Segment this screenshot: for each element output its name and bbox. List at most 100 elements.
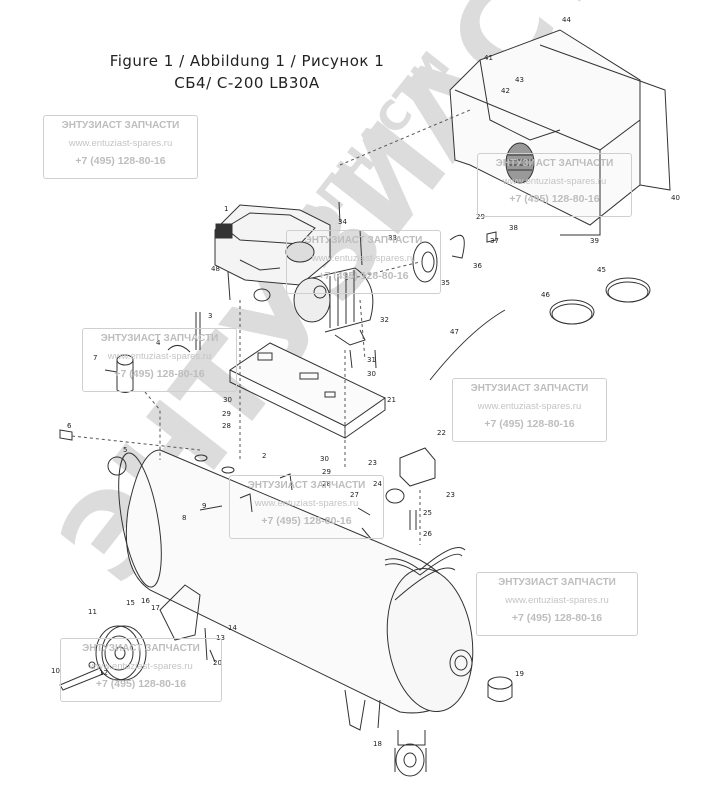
rubber-foot xyxy=(487,676,513,702)
part-label-47: 47 xyxy=(450,328,459,336)
part-label-46: 46 xyxy=(541,291,550,299)
part-label-36: 36 xyxy=(473,262,482,270)
watermark-company: ЭНТУЗИАСТ ЗАПЧАСТИ xyxy=(304,235,423,246)
part-label-35: 35 xyxy=(441,279,450,287)
part-label-25: 25 xyxy=(423,509,432,517)
assembly-lines xyxy=(71,109,471,545)
part-label-19: 19 xyxy=(515,670,524,678)
part-label-28b: 28 xyxy=(322,480,331,488)
part-label-29a: 29 xyxy=(222,410,231,418)
watermark-box: ЭНТУЗИАСТ ЗАПЧАСТИ www.entuziast-spares.… xyxy=(286,230,441,294)
watermark-company: ЭНТУЗИАСТ ЗАПЧАСТИ xyxy=(61,120,180,131)
part-label-29b: 29 xyxy=(322,468,331,476)
part-label-1: 1 xyxy=(224,205,228,213)
part-label-39: 39 xyxy=(590,237,599,245)
part-label-10: 10 xyxy=(51,667,60,675)
watermark-company: ЭНТУЗИАСТ ЗАПЧАСТИ xyxy=(470,383,589,394)
part-label-14: 14 xyxy=(228,624,237,632)
part-label-26: 26 xyxy=(423,530,432,538)
part-label-5: 5 xyxy=(123,446,127,454)
watermark-phone: +7 (495) 128-80-16 xyxy=(95,678,187,690)
part-label-45: 45 xyxy=(597,266,606,274)
watermark-box: ЭНТУЗИАСТ ЗАПЧАСТИ www.entuziast-spares.… xyxy=(476,572,638,636)
part-label-31: 31 xyxy=(367,356,376,364)
air-filter xyxy=(104,354,134,393)
part-label-15: 15 xyxy=(126,599,135,607)
pressure-switch xyxy=(385,447,436,530)
watermark-box: ЭНТУЗИАСТ ЗАПЧАСТИ www.entuziast-spares.… xyxy=(82,328,237,392)
watermark-box: ЭНТУЗИАСТ ЗАПЧАСТИ www.entuziast-spares.… xyxy=(477,153,632,217)
pipes-and-fasteners xyxy=(59,201,497,663)
watermark-company: ЭНТУЗИАСТ ЗАПЧАСТИ xyxy=(82,643,200,654)
part-label-24: 24 xyxy=(373,480,382,488)
watermark-company: ЭНТУЗИАСТ ЗАПЧАСТИ xyxy=(495,158,614,169)
watermark-box: ЭНТУЗИАСТ ЗАПЧАСТИ www.entuziast-spares.… xyxy=(229,475,384,539)
part-label-4: 4 xyxy=(156,339,161,347)
part-label-12: 12 xyxy=(99,669,108,677)
part-label-23b: 23 xyxy=(446,491,455,499)
watermark-phone: +7 (495) 128-80-16 xyxy=(484,418,575,430)
watermark-url: www.entuziast-spares.ru xyxy=(311,253,416,264)
part-label-21: 21 xyxy=(387,396,396,404)
receiver-tank xyxy=(118,449,474,714)
part-label-27: 27 xyxy=(350,491,359,499)
belt-pulley xyxy=(59,625,147,691)
part-label-22: 22 xyxy=(437,429,446,437)
hose-coils xyxy=(429,277,651,381)
watermark-phone: +7 (495) 128-80-16 xyxy=(114,368,205,380)
watermark-url: www.entuziast-spares.ru xyxy=(107,351,212,362)
motor-pulley xyxy=(412,235,465,283)
watermark-box: ЭНТУЗИАСТ ЗАПЧАСТИ www.entuziast-spares.… xyxy=(60,638,222,702)
watermark-box: ЭНТУЗИАСТ ЗАПЧАСТИ www.entuziast-spares.… xyxy=(43,115,198,179)
part-label-33: 33 xyxy=(388,234,397,242)
belt-guard xyxy=(449,29,671,236)
part-label-41: 41 xyxy=(484,54,493,62)
part-label-6: 6 xyxy=(67,422,72,430)
part-label-23a: 23 xyxy=(368,459,377,467)
part-label-48: 48 xyxy=(211,265,220,273)
part-label-7: 7 xyxy=(93,354,97,362)
part-label-11: 11 xyxy=(88,608,97,616)
watermark-phone: +7 (495) 128-80-16 xyxy=(511,612,603,624)
part-label-40: 40 xyxy=(671,194,680,202)
watermark-url: www.entuziast-spares.ru xyxy=(254,498,359,509)
part-label-16: 16 xyxy=(141,597,150,605)
electric-motor xyxy=(293,267,374,346)
part-label-29c: 29 xyxy=(476,213,485,221)
part-label-43: 43 xyxy=(515,76,524,84)
part-label-42: 42 xyxy=(501,87,510,95)
watermark-url: www.entuziast-spares.ru xyxy=(68,138,173,149)
watermark-company: ЭНТУЗИАСТ ЗАПЧАСТИ xyxy=(247,480,366,491)
figure-title: Figure 1 / Abbildung 1 / Рисунок 1 xyxy=(109,52,385,70)
model-title: СБ4/ С-200 LB30A xyxy=(174,74,320,92)
part-label-34: 34 xyxy=(338,218,347,226)
watermark-phone: +7 (495) 128-80-16 xyxy=(509,193,600,205)
part-label-18: 18 xyxy=(373,740,382,748)
watermark-url: www.entuziast-spares.ru xyxy=(502,176,607,187)
part-label-30b: 30 xyxy=(320,455,329,463)
watermark-company: ЭНТУЗИАСТ ЗАПЧАСТИ xyxy=(498,577,616,588)
watermark-phone: +7 (495) 128-80-16 xyxy=(318,270,409,282)
watermark-url: www.entuziast-spares.ru xyxy=(89,661,193,672)
watermark-phone: +7 (495) 128-80-16 xyxy=(261,515,352,527)
part-label-9: 9 xyxy=(202,502,206,510)
part-label-32: 32 xyxy=(380,316,389,324)
watermark-phone: +7 (495) 128-80-16 xyxy=(75,155,166,167)
caster-wheel xyxy=(394,730,427,777)
part-label-3: 3 xyxy=(208,312,212,320)
watermark-box: ЭНТУЗИАСТ ЗАПЧАСТИ www.entuziast-spares.… xyxy=(452,378,607,442)
watermark-url: www.entuziast-spares.ru xyxy=(505,595,609,606)
part-label-8: 8 xyxy=(182,514,186,522)
part-label-30a: 30 xyxy=(223,396,232,404)
compressor-pump xyxy=(214,204,331,302)
part-label-28a: 28 xyxy=(222,422,231,430)
part-label-20: 20 xyxy=(213,659,222,667)
part-label-17: 17 xyxy=(151,604,160,612)
watermark-url: www.entuziast-spares.ru xyxy=(477,401,582,412)
watermark-company: ЭНТУЗИАСТ ЗАПЧАСТИ xyxy=(100,333,219,344)
mounting-plate xyxy=(229,342,386,439)
part-label-30c: 30 xyxy=(367,370,376,378)
part-label-2: 2 xyxy=(262,452,266,460)
